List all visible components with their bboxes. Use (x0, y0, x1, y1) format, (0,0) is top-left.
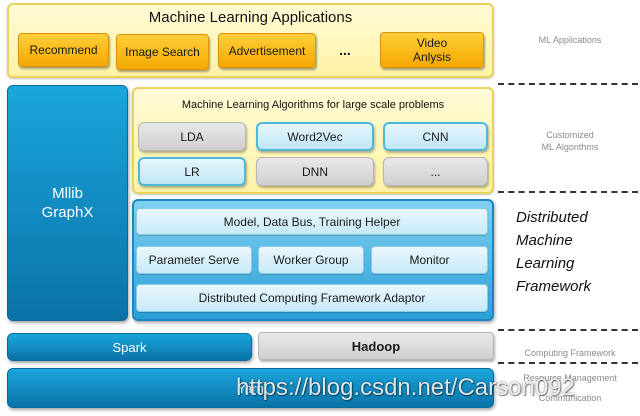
separator-line (498, 83, 638, 85)
algo-lda-button[interactable]: LDA (138, 122, 246, 151)
app-image-search-button[interactable]: Image Search (116, 34, 209, 70)
side-label-resource-line1: Resource Management (523, 373, 617, 383)
framework-caption: Distributed Machine Learning Framework (516, 206, 636, 298)
ml-algorithms-title: Machine Learning Algorithms for large sc… (181, 99, 445, 111)
mllib-graphx-block: Mllib GraphX (7, 85, 128, 321)
graphx-label: GraphX (41, 204, 94, 221)
side-label-customized-ml-algorithms: Customized ML Algorithms (505, 129, 635, 153)
framework-worker-group[interactable]: Worker Group (258, 246, 364, 274)
algo-cnn-button[interactable]: CNN (383, 122, 488, 151)
ml-applications-title: Machine Learning Applications (148, 9, 353, 26)
framework-caption-line: Distributed (516, 209, 588, 226)
framework-caption-line: Framework (516, 278, 592, 295)
separator-line (498, 329, 638, 331)
mllib-label: Mllib (52, 185, 83, 202)
algo-more-button[interactable]: ... (383, 157, 488, 186)
side-label-resource-communication: Resource Management Communication (505, 372, 635, 404)
app-video-analysis-button[interactable]: Video Anlysis (380, 32, 484, 68)
framework-caption-line: Learning (516, 255, 575, 272)
framework-parameter-server[interactable]: Parameter Serve (136, 246, 252, 274)
yarn-block[interactable]: Yarn (7, 368, 494, 408)
hadoop-block[interactable]: Hadoop (258, 332, 494, 360)
algo-word2vec-button[interactable]: Word2Vec (256, 122, 374, 151)
framework-monitor[interactable]: Monitor (371, 246, 488, 274)
side-label-computing-framework: Computing Framework (524, 348, 616, 358)
framework-model-data-bus-row[interactable]: Model, Data Bus, Training Helper (136, 208, 488, 235)
watermark-text: https://blog.csdn.net/Carson092 (236, 374, 575, 401)
spark-block[interactable]: Spark (7, 333, 252, 361)
app-advertisement-button[interactable]: Advertisement (218, 33, 316, 68)
framework-caption-line: Machine (516, 232, 573, 249)
side-label-resource-line2: Communication (538, 393, 602, 403)
separator-line (498, 362, 638, 364)
app-recommend-button[interactable]: Recommend (18, 33, 109, 67)
side-label-customized-line1: Customized (546, 130, 594, 140)
algo-lr-button[interactable]: LR (138, 157, 246, 186)
side-label-customized-line2: ML Algorithms (541, 142, 599, 152)
app-ellipsis: ... (339, 42, 351, 58)
algo-dnn-button[interactable]: DNN (256, 157, 374, 186)
framework-adaptor-row[interactable]: Distributed Computing Framework Adaptor (136, 284, 488, 312)
separator-line (498, 191, 638, 193)
side-label-ml-applications: ML Applications (538, 35, 602, 45)
